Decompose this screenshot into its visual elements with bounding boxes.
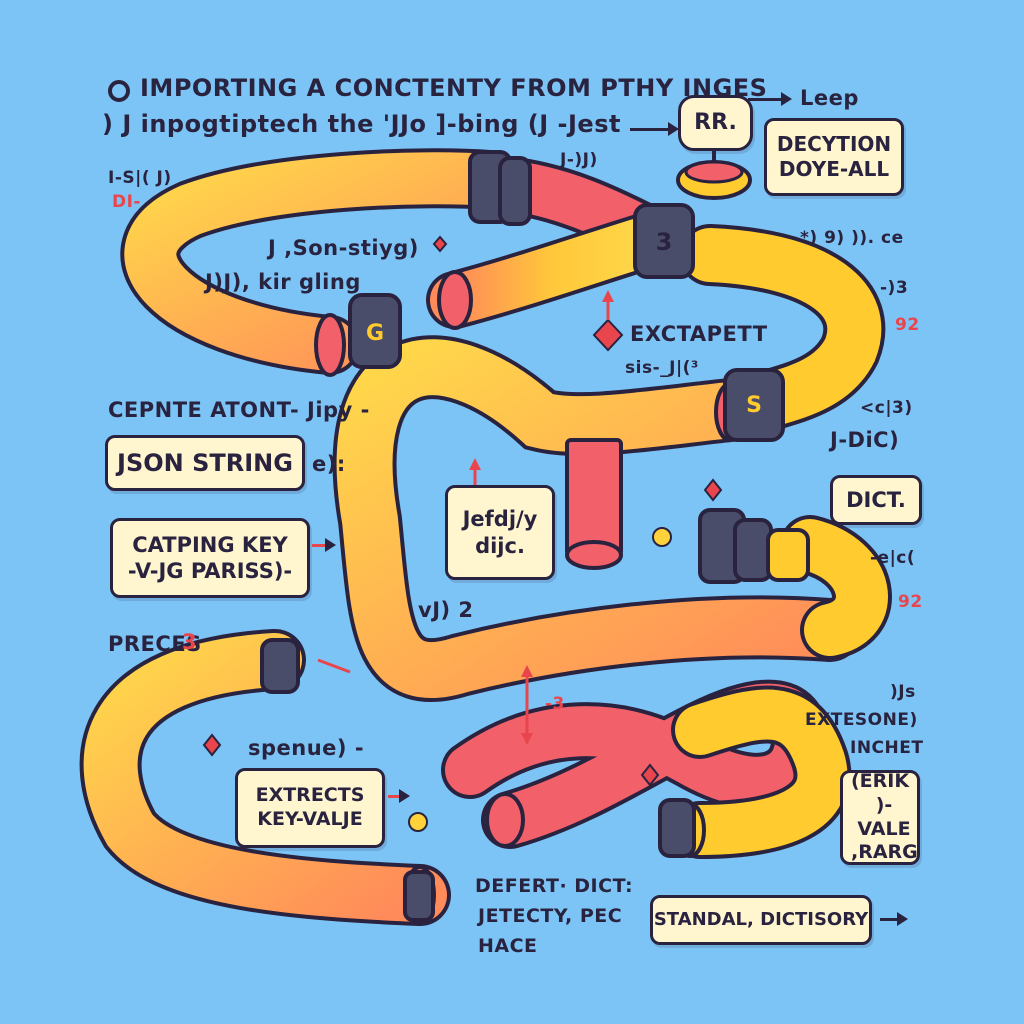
red-markers [202,235,723,787]
rr-label: RR. [694,110,737,136]
json-string-suffix: e): [312,452,346,476]
connector-dict [698,508,810,584]
label-sis: sis-_J|(³ [625,358,699,378]
pipe-vertical-stub [565,438,623,570]
yellow-dot-extrects [408,812,428,832]
label-three: 3 [182,630,198,654]
pipe-right-arc [679,224,886,436]
json-string-box: Json string [105,435,305,491]
dict-label: Dict. [846,487,906,512]
label-defert: Defert· dict: [475,875,634,897]
pipe-middle-segment [426,211,679,329]
pipe-top-left-loop [120,148,520,375]
label-sj: I-S|( J) [108,168,172,188]
pipe-central-loop [332,335,862,703]
label-extesone: extesone) [805,710,918,730]
connector-g: G [348,293,402,369]
vale-line-3: ,rarg [851,841,918,864]
label-ec: -e|c( [870,548,916,568]
connector-bottom-left [260,638,696,922]
label-inchet: inchet [850,738,924,758]
label-j3: -)3 [880,278,909,298]
vale-line-1: (eriK [851,770,910,792]
jefd-box: Jefdj/y dijc. [445,485,555,580]
label-ce: *) 9) )). ce [800,228,904,248]
catping-line-1: Catping key [132,532,288,557]
label-ji: J-)J) [560,150,598,170]
vale-box: (eriK )-vale ,rarg [840,770,920,865]
extrects-box: Extrects key-valje [235,768,385,848]
standal-arrow [880,912,908,926]
standal-box: Standal, dictisory [650,895,872,945]
extrects-arrow [388,789,410,803]
catping-line-2: -v-jg pariss)- [127,559,293,583]
label-hace: hace [478,935,538,957]
label-jetecty: Jetecty, pec [478,905,623,927]
bullet-circle-icon [108,80,130,102]
label-di: DI- [112,192,141,212]
label-92b: 92 [898,592,923,612]
label-cepnte: Cepnte atont [108,398,292,422]
decyption-line-2: doye-all [778,157,890,181]
label-spenue: spenue) - [248,736,365,760]
label-92: 92 [895,315,920,335]
decyption-line-1: Decytion [776,132,892,156]
leep-label: Leep [800,86,859,110]
label-jipy: - Jipy - [290,398,370,422]
connector-top [468,150,532,226]
header-line-1: Importing a conctenty from pthy inges [140,74,768,102]
rr-box: RR. [678,95,753,151]
label-exctapett: Exctapett [630,322,768,346]
dict-box: Dict. [830,475,922,525]
decyption-box: Decytion doye-all [764,118,904,196]
svg-text:G: G [366,321,384,346]
label-son-stiyg: J ,Son-stiyg) [268,236,419,260]
extrects-line-2: key-valje [257,808,363,830]
jefd-line-1: Jefdj/y [462,507,538,532]
pipe-bottom-left-loop [79,629,451,926]
catping-box: Catping key -v-jg pariss)- [110,518,310,598]
jefd-line-2: dijc. [475,533,525,558]
extrects-line-1: Extrects [255,784,365,807]
label-js: )Js [890,682,916,702]
label-ce3: <c|3) [860,398,913,418]
standal-label: Standal, dictisory [653,908,869,930]
label-preces: Preces [108,632,202,656]
yellow-dot-dict [652,527,672,547]
connector-3: 3 [633,203,695,279]
connector-s: S [723,368,785,442]
header-line-2: ) J inpogtiptech the 'JJo ]-bing (J -Jes… [102,110,621,138]
label-dic: J-DiC) [830,428,900,452]
catping-arrow [312,538,336,552]
vale-line-2: )-vale [857,793,911,840]
thin-arrow-heads [469,290,614,745]
pipe-bottom-crossing [441,679,852,859]
json-string-label: Json string [117,449,293,477]
label-kir-gling: J)J), kir gling [205,270,361,294]
pipe-right-lower-curve [780,515,892,660]
svg-text:3: 3 [656,228,673,256]
svg-text:S: S [746,393,762,418]
label-v92: vJ) 2 [418,598,474,622]
header-arrow [630,122,679,136]
label-n3: -3 [545,694,565,714]
leep-arrow [748,92,792,106]
rr-gauge [676,130,752,200]
